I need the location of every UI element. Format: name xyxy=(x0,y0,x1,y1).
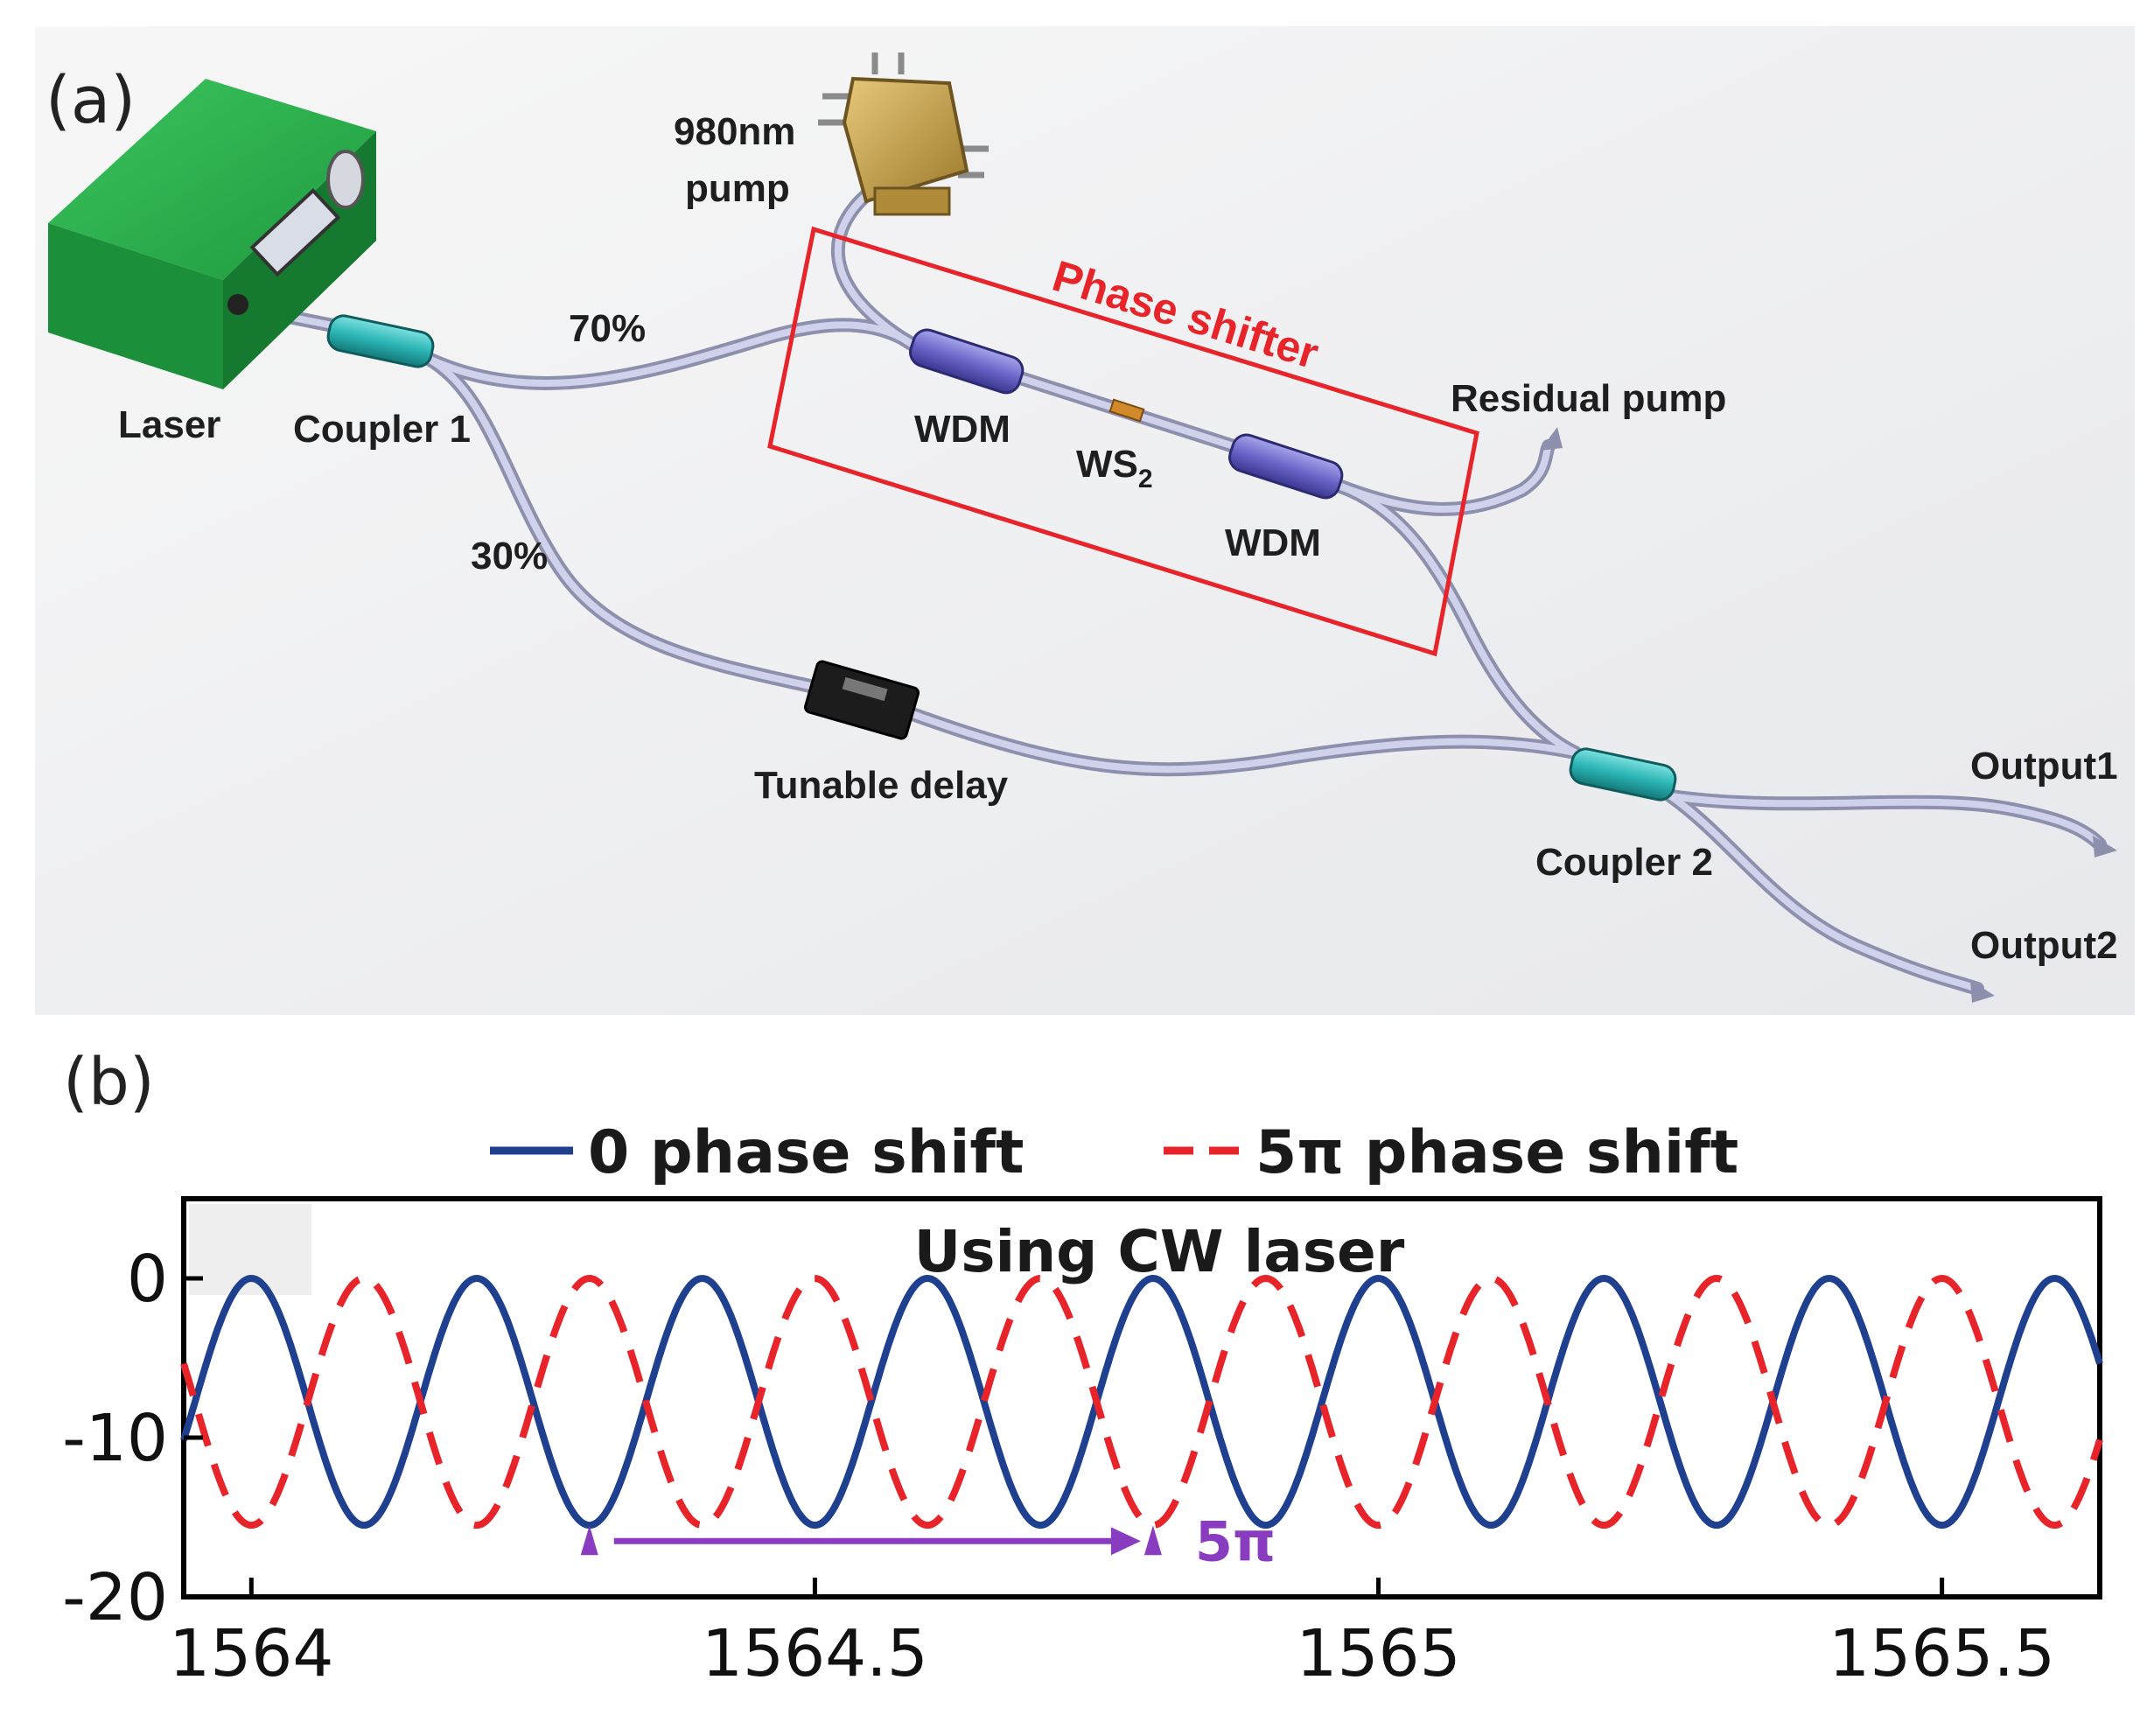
label-output2: Output2 xyxy=(1970,924,2118,967)
wdm-right-icon xyxy=(1228,433,1344,500)
label-pump-line2: pump xyxy=(685,167,790,210)
laser-display xyxy=(249,188,341,277)
fiber-highlight-3 xyxy=(835,185,918,349)
label-ws2: WS2 xyxy=(1076,443,1153,494)
label-wdm-left: WDM xyxy=(914,408,1011,451)
laser-box-icon xyxy=(48,79,376,389)
ws2-main: WS xyxy=(1076,443,1138,486)
label-split-70: 70% xyxy=(569,307,646,350)
panel-a-label: (a) xyxy=(45,63,136,138)
tunable-delay-icon xyxy=(803,660,920,740)
laser-front-face xyxy=(48,223,223,389)
coupler2-icon xyxy=(1569,747,1677,802)
label-wdm-right: WDM xyxy=(1225,522,1321,564)
label-coupler1: Coupler 1 xyxy=(293,408,471,451)
output1-tip-icon xyxy=(2093,836,2117,858)
wdm-left-icon xyxy=(909,328,1025,395)
fiber-highlight-5 xyxy=(1335,443,1552,513)
annotation-label: 5π xyxy=(1195,1509,1276,1573)
x-tick-label: 1564 xyxy=(169,1616,333,1691)
axis-ticks: 1564 1564.5 1565 1565.5 0 -10 -20 xyxy=(62,1242,2055,1691)
y-tick-label: 0 xyxy=(127,1242,168,1317)
panel-b-label: (b) xyxy=(63,1045,155,1120)
pump-body xyxy=(842,76,969,204)
series-line-0-phase xyxy=(180,1274,2103,1530)
annotation-marker-2 xyxy=(1143,1525,1162,1556)
label-tunable-delay: Tunable delay xyxy=(754,764,1009,807)
annotation-marker-1 xyxy=(580,1525,598,1556)
label-output1: Output1 xyxy=(1970,745,2118,788)
panel-a-background xyxy=(35,26,2135,1015)
annotation-arrowhead-icon xyxy=(1110,1527,1141,1556)
y-tick-label: -20 xyxy=(62,1560,168,1635)
x-tick-label: 1565 xyxy=(1296,1616,1460,1691)
coupler1-body xyxy=(326,314,435,368)
residual-pump-tip-icon xyxy=(1540,427,1563,451)
coupler2-body xyxy=(1569,747,1677,802)
x-tick-label: 1565.5 xyxy=(1829,1616,2055,1691)
label-split-30: 30% xyxy=(471,535,548,578)
wdm-left-body xyxy=(909,328,1025,395)
tunable-delay-body xyxy=(803,660,920,740)
legend-label-0-phase: 0 phase shift xyxy=(588,1118,1025,1187)
fiber-highlight-9 xyxy=(1668,793,2103,848)
label-laser: Laser xyxy=(118,403,220,446)
ws2-sample xyxy=(1108,398,1145,423)
chart-title: Using CW laser xyxy=(914,1218,1405,1285)
series-layer xyxy=(180,1274,2103,1530)
laser-top-face xyxy=(48,79,376,280)
phase-shifter-box xyxy=(767,226,1479,657)
laser-knob xyxy=(326,150,365,209)
fiber-highlight-7 xyxy=(425,355,817,690)
ws2-subscript: 2 xyxy=(1138,465,1153,494)
fiber-highlight-2 xyxy=(425,321,918,387)
fiber-highlight-8 xyxy=(906,710,1578,774)
label-pump-line1: 980nm xyxy=(674,110,795,153)
y-tick-label: -10 xyxy=(62,1401,168,1476)
panel-b-chart: (b) 0 phase shift 5π phase shift Using C… xyxy=(62,1045,2103,1691)
pump-base xyxy=(873,186,951,216)
pump-diode-icon xyxy=(818,52,989,216)
laser-port xyxy=(227,294,248,315)
legend-label-5pi-phase: 5π phase shift xyxy=(1255,1118,1738,1187)
fiber-highlight-10 xyxy=(1668,793,1981,992)
output2-tip-icon xyxy=(1970,980,1995,1003)
chart-legend: 0 phase shift 5π phase shift xyxy=(490,1118,1738,1187)
label-coupler2: Coupler 2 xyxy=(1535,841,1713,884)
x-tick-label: 1564.5 xyxy=(702,1616,928,1691)
tunable-delay-window xyxy=(842,676,888,702)
fiber-highlight-6 xyxy=(1335,482,1578,756)
coupler1-icon xyxy=(326,314,435,368)
phase-annotation: 5π xyxy=(580,1509,1276,1573)
wdm-right-body xyxy=(1228,433,1344,500)
panel-a-setup-diagram: (a) xyxy=(35,26,2135,1015)
label-residual-pump: Residual pump xyxy=(1451,377,1726,420)
plot-area xyxy=(181,1196,2102,1600)
fiber-network xyxy=(229,181,2107,996)
